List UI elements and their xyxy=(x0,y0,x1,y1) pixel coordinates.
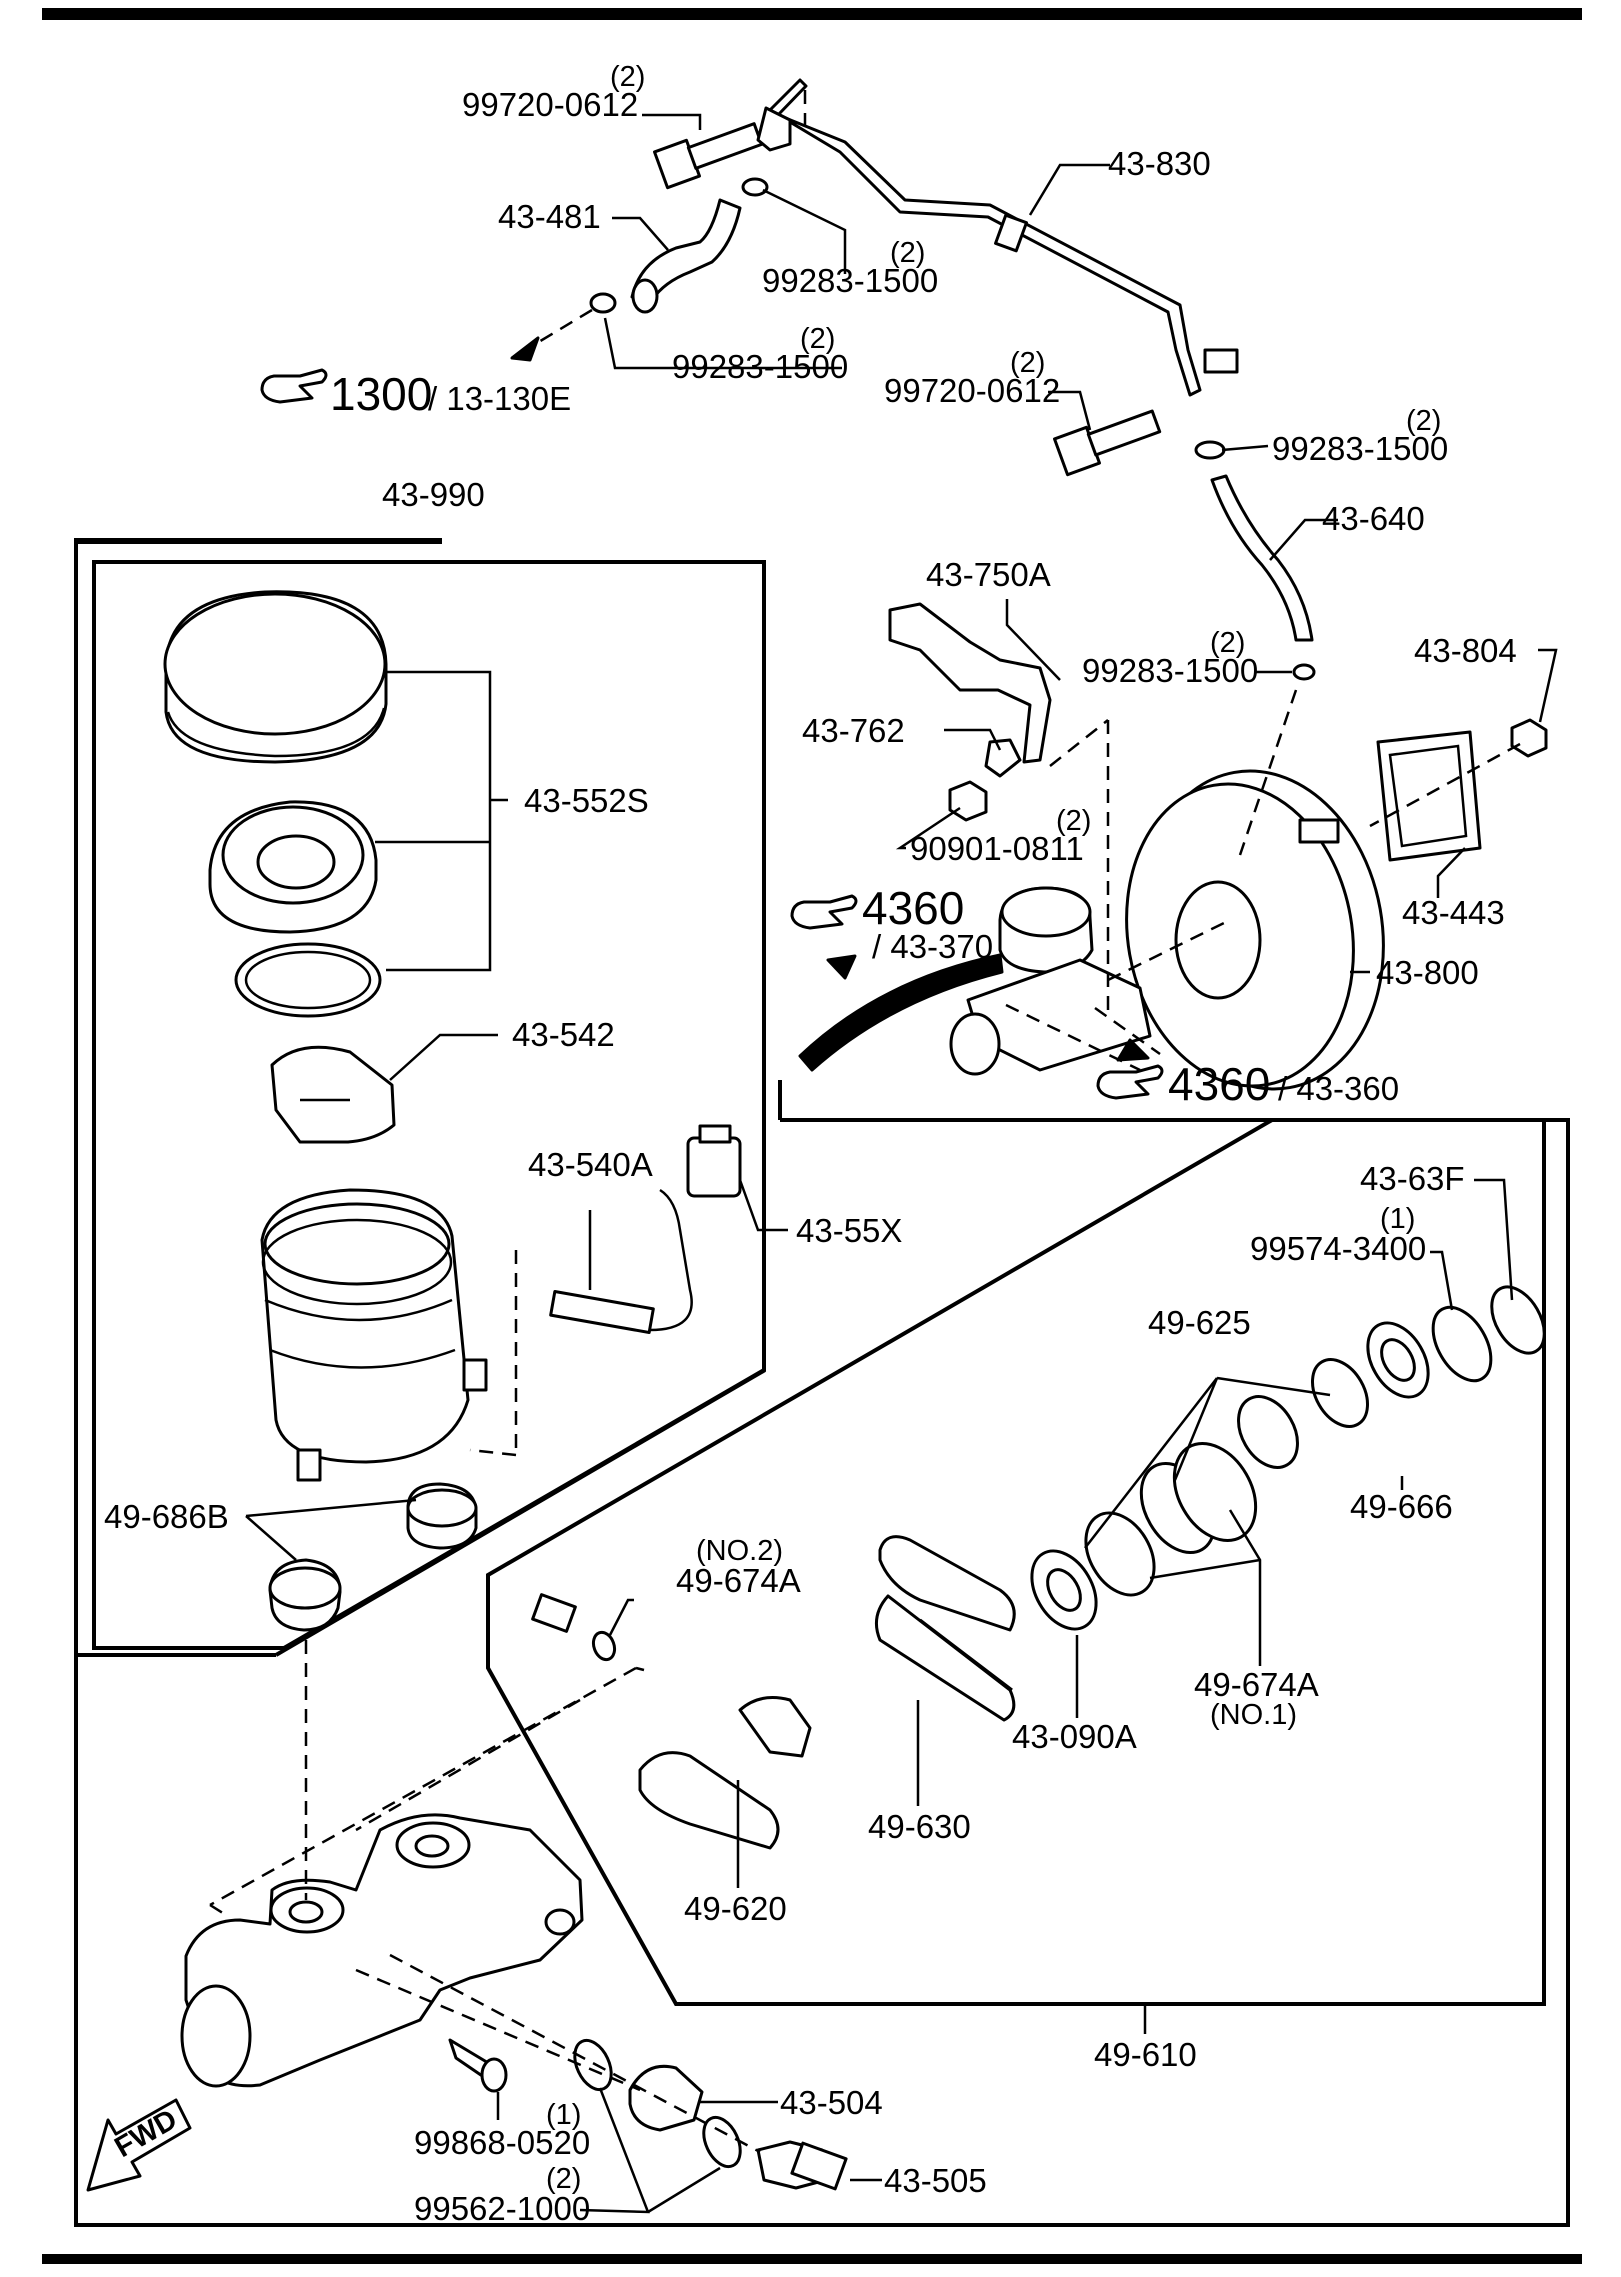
label-43-443: 43-443 xyxy=(1402,894,1505,931)
label-49-674A-no2: 49-674A xyxy=(676,1562,801,1599)
label-ref-1300: 1300 xyxy=(330,368,432,420)
label-43-750A: 43-750A xyxy=(926,556,1051,593)
label-49-674A-no2-qty: (NO.2) xyxy=(696,1535,783,1567)
bottom-rule xyxy=(42,2254,1582,2264)
label-49-630: 49-630 xyxy=(868,1808,971,1845)
reservoir-cap xyxy=(163,590,388,764)
label-43-990: 43-990 xyxy=(382,476,485,513)
label-ref-4360-a-sub: / 43-370 xyxy=(872,928,993,965)
bolt-top xyxy=(653,122,764,190)
label-99283-1500-a: 99283-1500 xyxy=(762,262,938,299)
label-43-640: 43-640 xyxy=(1322,500,1425,537)
primary-piston-assembly xyxy=(638,1696,812,1850)
label-49-666: 49-666 xyxy=(1350,1488,1453,1525)
label-43-542: 43-542 xyxy=(512,1016,615,1053)
pointing-hand-icon xyxy=(1096,1064,1164,1100)
label-43-090A: 43-090A xyxy=(1012,1718,1137,1755)
master-cylinder-small xyxy=(949,886,1152,1076)
secondary-piston-assembly xyxy=(874,1535,1016,1722)
inner-parts-frame xyxy=(486,1118,1546,2006)
master-cylinder-body xyxy=(180,1813,584,2088)
label-ref-1300-sub: / 13-130E xyxy=(428,380,571,417)
label-99562-1000-qty: (2) xyxy=(546,2163,581,2195)
label-43-762: 43-762 xyxy=(802,712,905,749)
label-49-686B: 49-686B xyxy=(104,1498,229,1535)
label-43-552S: 43-552S xyxy=(524,782,649,819)
reservoir-inner-frame xyxy=(92,560,766,1650)
label-99283-1500-b: 99283-1500 xyxy=(672,348,848,385)
label-99720-0612-top: 99720-0612 xyxy=(462,86,638,123)
label-99562-1000: 99562-1000 xyxy=(414,2190,590,2227)
label-99720-0612-mid: 99720-0612 xyxy=(884,372,1060,409)
label-99283-1500-c: 99283-1500 xyxy=(1272,430,1448,467)
label-ref-4360-b-sub: / 43-360 xyxy=(1278,1070,1399,1107)
label-99283-1500-a-qty: (2) xyxy=(890,237,925,269)
label-90901-0811-qty: (2) xyxy=(1056,805,1091,837)
label-99283-1500-d: 99283-1500 xyxy=(1082,652,1258,689)
label-49-620: 49-620 xyxy=(684,1890,787,1927)
label-49-610: 49-610 xyxy=(1094,2036,1197,2073)
top-rule xyxy=(42,8,1582,20)
label-99868-0520: 99868-0520 xyxy=(414,2124,590,2161)
label-99868-0520-qty: (1) xyxy=(546,2099,581,2131)
label-49-674A-no1-qty: (NO.1) xyxy=(1210,1699,1297,1731)
label-49-674A-no1: 49-674A xyxy=(1194,1666,1319,1703)
forward-arrow-icon: FWD xyxy=(86,2098,192,2192)
bolt-mid xyxy=(1053,409,1162,477)
label-49-625: 49-625 xyxy=(1148,1304,1251,1341)
brake-booster xyxy=(1125,769,1385,1091)
label-43-504: 43-504 xyxy=(780,2084,883,2121)
label-ref-4360-a: 4360 xyxy=(862,882,964,934)
outer-parts-frame xyxy=(74,1118,1570,2227)
reservoir-body xyxy=(260,1188,488,1482)
fluid-level-sensor xyxy=(549,1124,742,1335)
label-99283-1500-c-qty: (2) xyxy=(1406,405,1441,437)
label-43-505: 43-505 xyxy=(884,2162,987,2199)
label-99283-1500-d-qty: (2) xyxy=(1210,627,1245,659)
label-43-804: 43-804 xyxy=(1414,632,1517,669)
label-99720-0612-top-qty: (2) xyxy=(610,61,645,93)
label-43-830: 43-830 xyxy=(1108,145,1211,182)
vacuum-pipe-group xyxy=(589,78,1316,681)
label-99720-0612-mid-qty: (2) xyxy=(1010,347,1045,379)
label-90901-0811: 90901-0811 xyxy=(910,830,1084,867)
label-99574-3400-qty: (1) xyxy=(1380,1203,1415,1235)
label-43-540A: 43-540A xyxy=(528,1146,653,1183)
pointing-hand-icon xyxy=(260,368,328,404)
strainer xyxy=(208,800,378,934)
label-43-800: 43-800 xyxy=(1376,954,1479,991)
pointing-hand-icon xyxy=(790,894,858,930)
label-99574-3400: 99574-3400 xyxy=(1250,1230,1426,1267)
label-ref-4360-b: 4360 xyxy=(1168,1058,1270,1110)
label-43-63F: 43-63F xyxy=(1360,1160,1465,1197)
label-99283-1500-b-qty: (2) xyxy=(800,323,835,355)
label-43-55X: 43-55X xyxy=(796,1212,902,1249)
label-43-481: 43-481 xyxy=(498,198,601,235)
